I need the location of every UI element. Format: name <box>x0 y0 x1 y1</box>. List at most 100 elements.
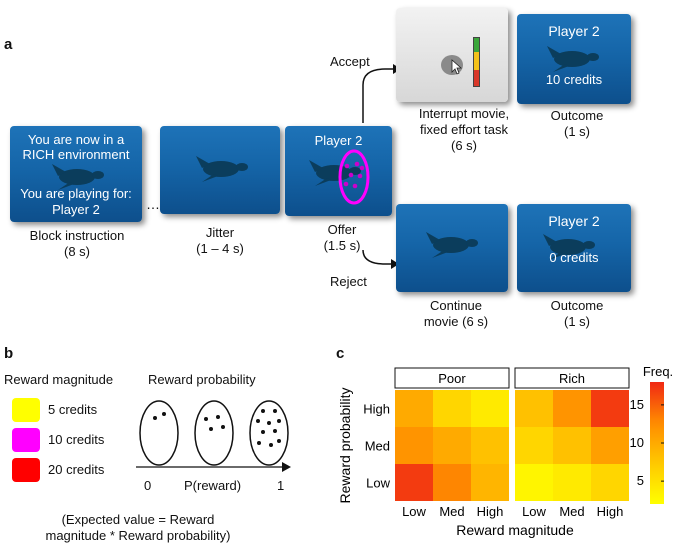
axis-start-label: 0 <box>144 478 152 493</box>
heatmap-cell <box>395 390 433 427</box>
probability-axis-arrow <box>136 462 291 472</box>
axis-end-label: 1 <box>277 478 285 493</box>
turtle-icon <box>543 234 595 260</box>
y-axis-title: Reward probability <box>337 388 353 504</box>
magnitude-swatch <box>12 458 40 482</box>
block-screen-line1: You are now in a <box>27 132 125 147</box>
colorbar-tick-label: 15 <box>630 397 644 412</box>
reject-arrow <box>362 249 399 269</box>
offer-screen-title: Player 2 <box>314 133 363 148</box>
probability-dot <box>204 417 208 421</box>
magnitude-swatch <box>12 428 40 452</box>
heatmap-cell <box>471 464 509 501</box>
heatmap-cell <box>591 390 629 427</box>
probability-oval <box>194 400 234 466</box>
block-caption: Block instruction (8 s) <box>4 228 150 260</box>
block-caption-line1: Block instruction <box>29 228 125 243</box>
block-screen-line3: You are playing for: <box>20 186 132 201</box>
jitter-caption-line1: Jitter <box>205 225 235 240</box>
heatmap-cell <box>515 427 553 464</box>
probability-dot <box>261 409 265 413</box>
probability-dot <box>256 419 260 423</box>
y-tick-label: Med <box>365 439 390 454</box>
effort-bar-icon <box>473 37 480 87</box>
block-screen-line4: Player 2 <box>52 202 100 217</box>
offer-caption-line2: (1.5 s) <box>323 238 361 253</box>
outcome-bottom-title: Player 2 <box>548 213 600 229</box>
effort-caption-line3: (6 s) <box>451 138 477 153</box>
magnitude-label: 5 credits <box>48 402 98 417</box>
accept-label: Accept <box>330 54 370 69</box>
expected-value-note: (Expected value = Reward magnitude * Rew… <box>8 512 268 544</box>
effort-caption-line2: fixed effort task <box>420 122 508 137</box>
heatmap-cell <box>553 427 591 464</box>
probability-dot <box>162 412 166 416</box>
probability-dot <box>153 416 157 420</box>
offer-screen: Player 2 <box>285 126 392 216</box>
reject-label: Reject <box>330 274 367 289</box>
effort-caption: Interrupt movie, fixed effort task (6 s) <box>408 106 520 154</box>
magnitude-label: 20 credits <box>48 462 105 477</box>
continue-movie-screen <box>396 204 508 292</box>
probability-heading: Reward probability <box>148 372 256 387</box>
outcome-top-caption-line1: Outcome <box>550 108 604 123</box>
facet-label: Poor <box>438 371 466 386</box>
button-press-icon <box>441 55 463 75</box>
axis-mid-label: P(reward) <box>184 478 242 493</box>
turtle-icon <box>196 156 248 182</box>
panel-a-letter: a <box>4 36 13 53</box>
offer-caption: Offer (1.5 s) <box>312 222 372 254</box>
outcome-top-caption-line2: (1 s) <box>564 124 590 139</box>
magnitude-heading: Reward magnitude <box>4 372 114 387</box>
heatmap-cell <box>433 390 471 427</box>
probability-dot <box>269 443 273 447</box>
colorbar <box>650 382 664 504</box>
facet-header <box>394 367 510 389</box>
magnitude-swatch <box>12 398 40 422</box>
turtle-icon <box>52 164 104 190</box>
heatmap-cell <box>433 427 471 464</box>
outcome-top-title: Player 2 <box>548 23 600 39</box>
outcome-bottom-caption-line2: (1 s) <box>564 314 590 329</box>
continue-caption-line2: movie (6 s) <box>423 314 489 329</box>
probability-dot <box>261 430 265 434</box>
x-tick-label: Low <box>522 504 546 519</box>
turtle-icon <box>426 232 478 258</box>
x-tick-label: Med <box>559 504 584 519</box>
panel-c-letter: c <box>336 345 345 362</box>
probability-dot <box>273 429 277 433</box>
outcome-bottom-screen: Player 2 0 credits <box>517 204 631 292</box>
turtle-icon <box>547 46 599 72</box>
probability-dot <box>216 415 220 419</box>
probability-oval <box>139 400 179 466</box>
heatmap-cell <box>395 427 433 464</box>
x-axis-title: Reward magnitude <box>456 522 574 538</box>
block-caption-line2: (8 s) <box>64 244 90 259</box>
outcome-top-screen: Player 2 10 credits <box>517 14 631 104</box>
offer-stimulus-icon <box>338 149 370 205</box>
x-tick-label: Low <box>402 504 426 519</box>
note-line2: magnitude * Reward probability) <box>45 528 231 543</box>
jitter-caption: Jitter (1 – 4 s) <box>160 225 280 257</box>
heatmap-cell <box>591 427 629 464</box>
outcome-bottom-caption-line1: Outcome <box>550 298 604 313</box>
heatmap-cell <box>471 427 509 464</box>
colorbar-tick-label: 5 <box>637 473 644 488</box>
continue-caption: Continue movie (6 s) <box>400 298 512 330</box>
probability-ovals <box>139 400 289 466</box>
heatmap-cell <box>515 390 553 427</box>
effort-caption-line1: Interrupt movie, <box>418 106 510 121</box>
x-tick-label: High <box>477 504 504 519</box>
facet-header <box>514 367 630 389</box>
heatmap-cell <box>471 390 509 427</box>
ellipsis: … <box>146 196 160 212</box>
probability-dot <box>221 425 225 429</box>
x-tick-label: High <box>597 504 624 519</box>
heatmap-cell <box>553 464 591 501</box>
jitter-caption-line2: (1 – 4 s) <box>196 241 244 256</box>
offer-caption-line1: Offer <box>327 222 357 237</box>
probability-oval <box>249 400 289 466</box>
y-tick-label: High <box>363 402 390 417</box>
block-screen-line2: RICH environment <box>22 147 130 162</box>
